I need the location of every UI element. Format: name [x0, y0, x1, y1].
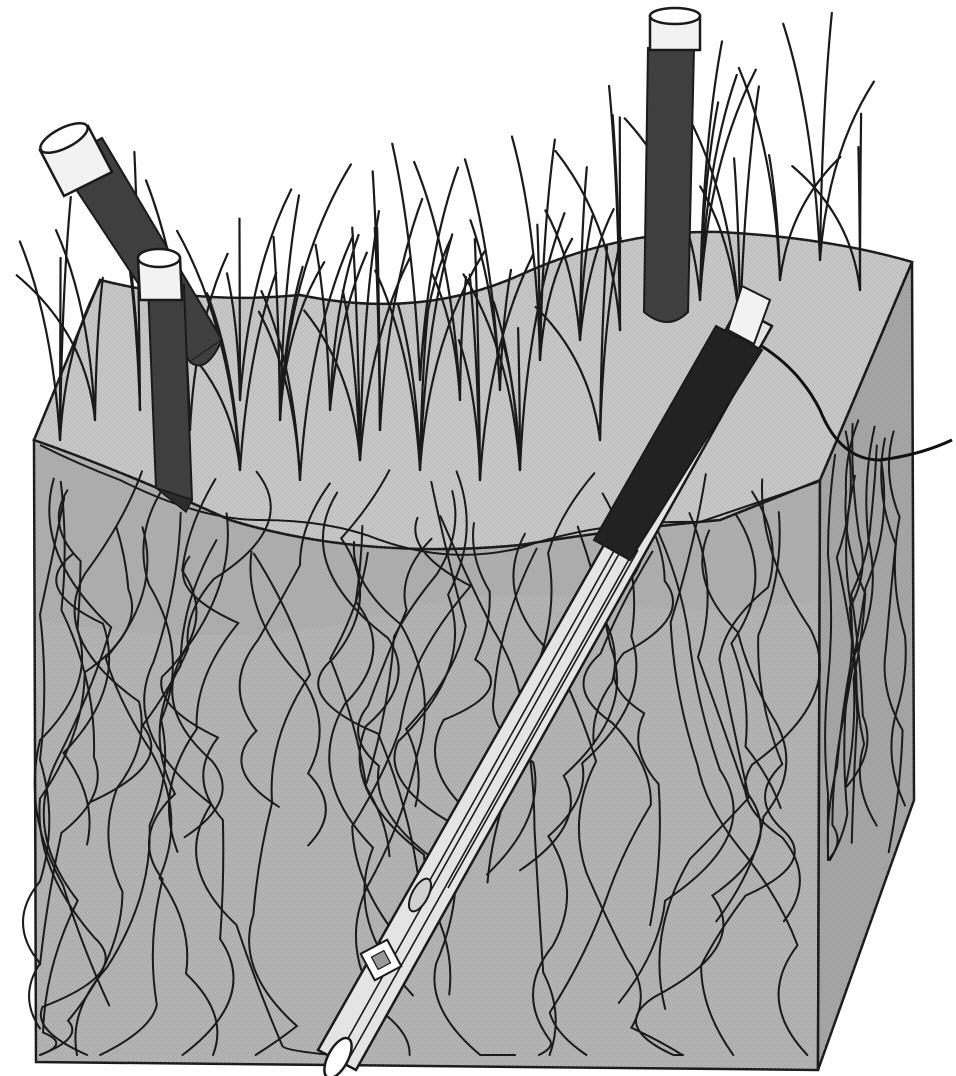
- grass-blade: [820, 13, 832, 260]
- tube-cap-icon: [650, 8, 700, 50]
- tube-cap-icon: [138, 249, 182, 300]
- grass-blade: [860, 114, 861, 290]
- grass-blade: [783, 24, 820, 260]
- grass-blade: [239, 219, 240, 400]
